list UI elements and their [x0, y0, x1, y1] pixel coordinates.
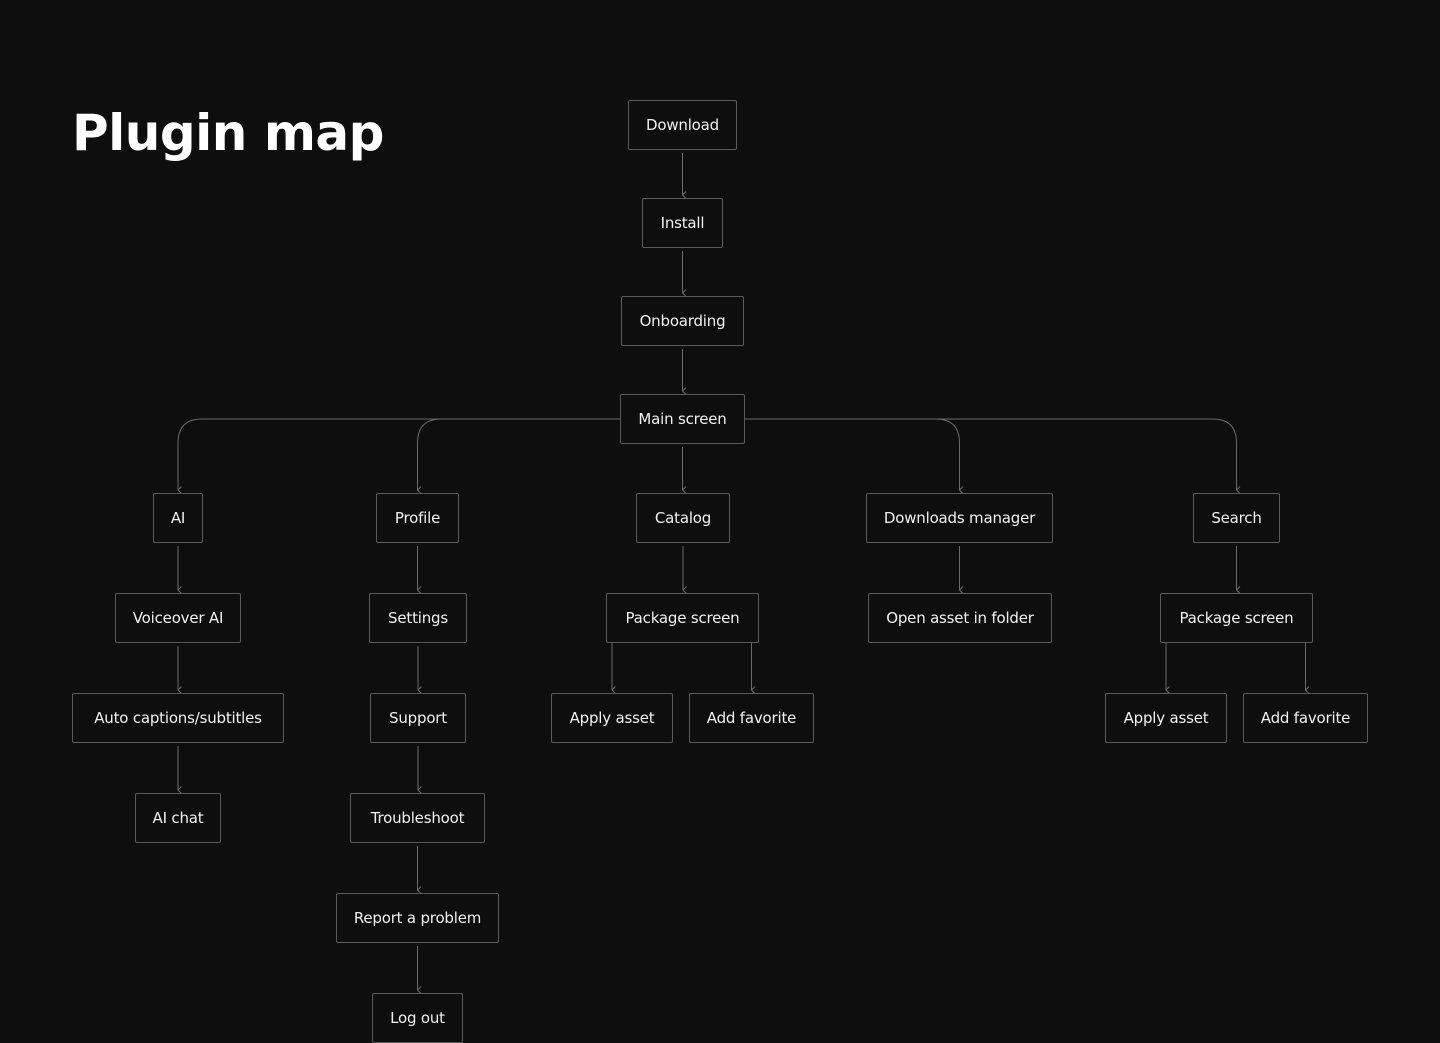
connector-main_screen-to-ai — [177, 418, 620, 494]
catalog-package-screen-node: Package screen — [606, 593, 759, 643]
onboarding-node: Onboarding — [621, 296, 744, 346]
log-out-node: Log out — [372, 993, 463, 1043]
troubleshoot-node: Troubleshoot — [350, 793, 485, 843]
catalog-add-favorite-node: Add favorite — [689, 693, 814, 743]
search-apply-asset-node: Apply asset — [1105, 693, 1227, 743]
search-add-favorite-node: Add favorite — [1243, 693, 1368, 743]
catalog-node: Catalog — [636, 493, 730, 543]
profile-node: Profile — [376, 493, 459, 543]
catalog-apply-asset-node: Apply asset — [551, 693, 673, 743]
report-a-problem-node: Report a problem — [336, 893, 499, 943]
connector-main_screen-to-search — [745, 418, 1241, 494]
main-screen-node: Main screen — [620, 394, 745, 444]
connector-main_screen-to-downloads_manager — [745, 418, 964, 494]
download-node: Download — [628, 100, 737, 150]
search-node: Search — [1193, 493, 1280, 543]
open-asset-in-folder-node: Open asset in folder — [868, 593, 1052, 643]
page-title: Plugin map — [72, 104, 384, 162]
search-package-screen-node: Package screen — [1160, 593, 1313, 643]
downloads-manager-node: Downloads manager — [866, 493, 1053, 543]
settings-node: Settings — [369, 593, 467, 643]
support-node: Support — [370, 693, 466, 743]
ai-node: AI — [153, 493, 203, 543]
auto-captions-node: Auto captions/subtitles — [72, 693, 284, 743]
ai-chat-node: AI chat — [135, 793, 221, 843]
install-node: Install — [642, 198, 723, 248]
connector-main_screen-to-profile — [416, 418, 620, 494]
voiceover-ai-node: Voiceover AI — [115, 593, 241, 643]
